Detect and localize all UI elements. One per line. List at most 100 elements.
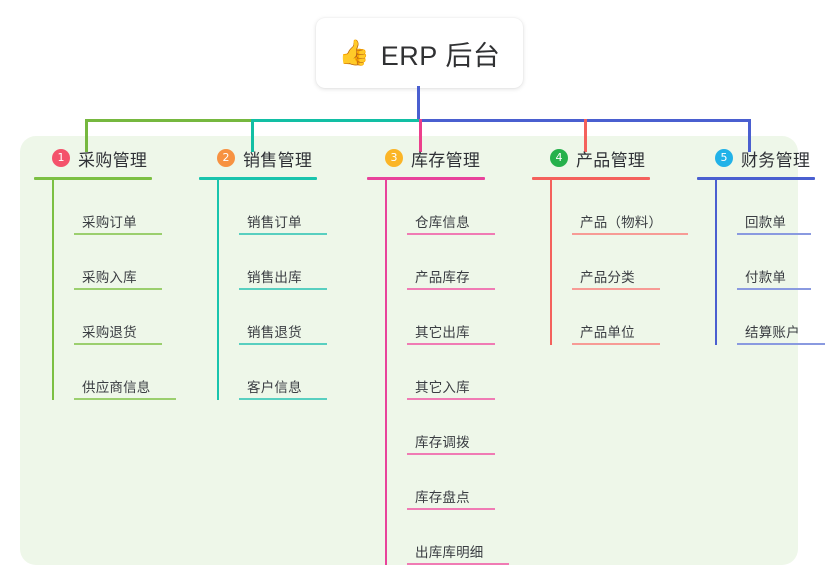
branch-item[interactable]: 付款单 xyxy=(737,235,839,290)
branch-item-label: 回款单 xyxy=(745,215,787,230)
branch-item-underline xyxy=(239,288,327,290)
bus-segment-green xyxy=(85,119,253,122)
branch-item-list-5: 回款单付款单结算账户 xyxy=(715,180,839,345)
branch-item-label: 结算账户 xyxy=(745,325,800,340)
drop-connector-5 xyxy=(748,119,751,152)
branch-item[interactable]: 库存调拨 xyxy=(407,400,517,455)
branch-item-list-4: 产品（物料） 产品分类产品单位 xyxy=(550,180,688,345)
branch-item-underline xyxy=(407,233,495,235)
branch-item-underline xyxy=(239,343,327,345)
branch-column-4: 4 产品管理产品（物料） 产品分类产品单位 xyxy=(532,146,688,345)
branch-item[interactable]: 产品（物料） xyxy=(572,180,688,235)
branch-badge-2: 2 xyxy=(217,149,235,167)
branch-underline-1 xyxy=(34,177,152,180)
branch-underline-4 xyxy=(532,177,650,180)
branch-item-underline xyxy=(239,398,327,400)
branch-header-3[interactable]: 3 库存管理 xyxy=(367,146,517,170)
branch-item-label: 销售出库 xyxy=(247,270,302,285)
branch-item-label: 采购退货 xyxy=(82,325,137,340)
branch-item[interactable]: 供应商信息 xyxy=(74,345,184,400)
branch-underline-5 xyxy=(697,177,815,180)
branch-item[interactable]: 其它入库 xyxy=(407,345,517,400)
branch-item-label: 出库库明细 xyxy=(415,545,484,560)
branch-column-3: 3 库存管理仓库信息产品库存其它出库其它入库库存调拨库存盘点出库库明细 xyxy=(367,146,517,565)
branch-item[interactable]: 采购订单 xyxy=(74,180,184,235)
branch-underline-2 xyxy=(199,177,317,180)
branch-badge-1: 1 xyxy=(52,149,70,167)
branch-item-underline xyxy=(572,343,660,345)
branch-item-list-2: 销售订单销售出库销售退货客户信息 xyxy=(217,180,349,400)
branch-item[interactable]: 回款单 xyxy=(737,180,839,235)
branch-item[interactable]: 仓库信息 xyxy=(407,180,517,235)
branch-item[interactable]: 采购入库 xyxy=(74,235,184,290)
root-stem-connector xyxy=(417,86,420,122)
branch-item-underline xyxy=(407,563,509,565)
branch-item-underline xyxy=(737,343,825,345)
branch-badge-4: 4 xyxy=(550,149,568,167)
branch-item[interactable]: 采购退货 xyxy=(74,290,184,345)
branch-item-label: 库存调拨 xyxy=(415,435,470,450)
branch-column-1: 1 采购管理采购订单采购入库采购退货供应商信息 xyxy=(34,146,184,400)
branch-item-underline xyxy=(737,233,811,235)
branch-item-underline xyxy=(407,398,495,400)
branch-item-label: 仓库信息 xyxy=(415,215,470,230)
branch-header-4[interactable]: 4 产品管理 xyxy=(532,146,682,170)
root-node-erp-backend[interactable]: 👍 ERP 后台 xyxy=(316,18,523,88)
branch-item[interactable]: 出库库明细 xyxy=(407,510,517,565)
branch-item[interactable]: 产品库存 xyxy=(407,235,517,290)
branch-item-underline xyxy=(74,233,162,235)
branch-badge-3: 3 xyxy=(385,149,403,167)
branch-item[interactable]: 销售出库 xyxy=(239,235,349,290)
branch-item-underline xyxy=(74,288,162,290)
drop-connector-3 xyxy=(419,119,422,152)
branch-underline-3 xyxy=(367,177,485,180)
branch-item[interactable]: 销售退货 xyxy=(239,290,349,345)
branch-item-underline xyxy=(74,398,176,400)
branch-item[interactable]: 客户信息 xyxy=(239,345,349,400)
branch-item-label: 付款单 xyxy=(745,270,787,285)
branch-item-label: 销售订单 xyxy=(247,215,302,230)
thumbs-up-icon: 👍 xyxy=(338,38,370,67)
branch-item-underline xyxy=(737,288,811,290)
branch-item[interactable]: 结算账户 xyxy=(737,290,839,345)
branch-item-label: 客户信息 xyxy=(247,380,302,395)
branch-item-label: 其它出库 xyxy=(415,325,470,340)
branch-item-underline xyxy=(407,453,495,455)
branch-item-underline xyxy=(407,288,495,290)
branch-item-list-1: 采购订单采购入库采购退货供应商信息 xyxy=(52,180,184,400)
root-node-title: ERP 后台 xyxy=(380,40,501,71)
branch-badge-5: 5 xyxy=(715,149,733,167)
branch-item-label: 库存盘点 xyxy=(415,490,470,505)
branch-title-3: 库存管理 xyxy=(411,150,481,170)
branch-item[interactable]: 销售订单 xyxy=(239,180,349,235)
branch-title-1: 采购管理 xyxy=(78,150,148,170)
branch-item-label: 采购入库 xyxy=(82,270,137,285)
branch-item-underline xyxy=(572,233,688,235)
branch-item-underline xyxy=(74,343,162,345)
bus-segment-teal xyxy=(252,119,421,122)
branch-item-label: 产品库存 xyxy=(415,270,470,285)
branch-item[interactable]: 库存盘点 xyxy=(407,455,517,510)
branch-title-4: 产品管理 xyxy=(576,150,646,170)
branch-item-label: 销售退货 xyxy=(247,325,302,340)
branch-item-label: 产品分类 xyxy=(580,270,635,285)
branch-item-label: 其它入库 xyxy=(415,380,470,395)
branch-item-label: 产品单位 xyxy=(580,325,635,340)
branch-item-underline xyxy=(239,233,327,235)
branch-item[interactable]: 产品单位 xyxy=(572,290,682,345)
branch-item-label: 产品（物料） xyxy=(580,215,663,230)
branch-title-5: 财务管理 xyxy=(741,150,811,170)
diagram-background-panel xyxy=(20,136,798,565)
branch-header-1[interactable]: 1 采购管理 xyxy=(34,146,184,170)
branch-item-label: 供应商信息 xyxy=(82,380,151,395)
branch-header-5[interactable]: 5 财务管理 xyxy=(697,146,839,170)
branch-item[interactable]: 其它出库 xyxy=(407,290,517,345)
branch-item-list-3: 仓库信息产品库存其它出库其它入库库存调拨库存盘点出库库明细 xyxy=(385,180,517,565)
branch-item-label: 采购订单 xyxy=(82,215,137,230)
branch-item[interactable]: 产品分类 xyxy=(572,235,682,290)
drop-connector-2 xyxy=(251,119,254,152)
branch-column-5: 5 财务管理回款单付款单结算账户 xyxy=(697,146,839,345)
